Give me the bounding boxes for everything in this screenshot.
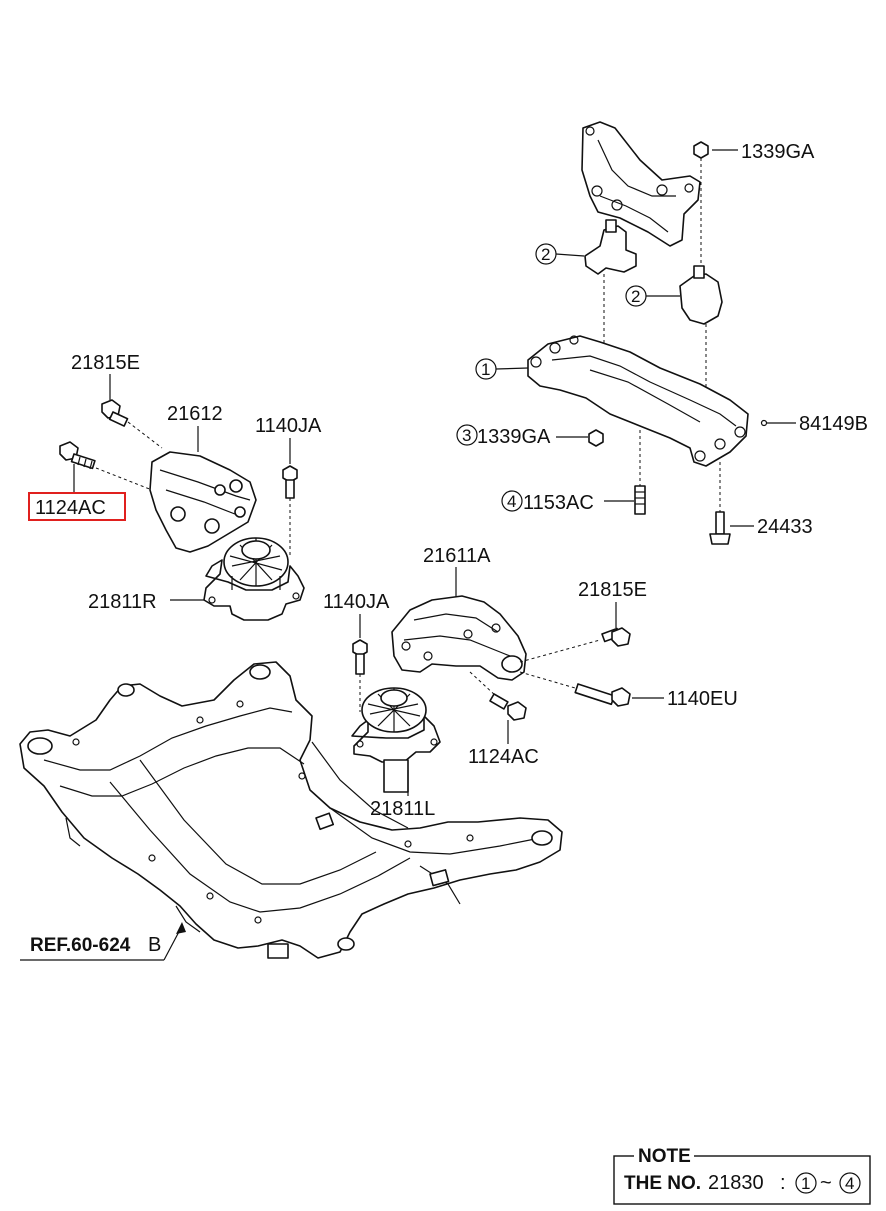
note-range-start[interactable]: 1	[801, 1174, 810, 1193]
label-24433[interactable]: 24433	[757, 516, 813, 538]
label-1339ga-top[interactable]: 1339GA	[741, 141, 815, 163]
bolt-1140ja-left[interactable]	[352, 639, 368, 712]
label-ref[interactable]: REF.60-624	[30, 935, 131, 956]
label-84149b[interactable]: 84149B	[799, 413, 868, 435]
note-circle-end	[839, 1172, 861, 1194]
highlight-box	[28, 492, 126, 521]
bolt-1140ja-right[interactable]	[282, 465, 298, 556]
callout-3-num[interactable]: 3	[462, 426, 471, 445]
callout-1-num[interactable]: 1	[481, 360, 490, 379]
bolt-1124ac-left[interactable]	[469, 671, 527, 721]
engine-mount-bracket-21611a[interactable]	[391, 595, 601, 691]
callout-3	[456, 424, 478, 446]
note-range-end[interactable]: 4	[845, 1174, 854, 1193]
nut-1339ga-top[interactable]	[693, 141, 709, 266]
callout-4	[501, 490, 523, 512]
label-1339ga-3[interactable]: 1339GA	[477, 426, 551, 448]
transmission-support-bracket[interactable]	[527, 335, 749, 512]
engine-mount-bracket-21612[interactable]	[149, 451, 257, 553]
stud-4[interactable]	[634, 485, 646, 515]
nut-3[interactable]	[588, 429, 604, 447]
label-1124ac-highlight[interactable]: 1124AC	[35, 497, 106, 519]
callout-4-num[interactable]: 4	[507, 492, 516, 511]
label-21612[interactable]: 21612	[167, 403, 223, 425]
label-21811l[interactable]: 21811L	[370, 798, 435, 820]
leader-1	[495, 367, 529, 370]
callout-2-right-num[interactable]: 2	[631, 287, 640, 306]
engine-mount-21811r[interactable]	[203, 537, 305, 621]
note-title[interactable]: NOTE	[638, 1146, 691, 1167]
note-tilde[interactable]: ~	[820, 1172, 832, 1194]
label-1124ac-left[interactable]: 1124AC	[468, 746, 539, 768]
note-prefix[interactable]: THE NO.	[624, 1173, 701, 1194]
label-21815e-left[interactable]: 21815E	[578, 579, 647, 601]
ref-arrow-icon	[176, 922, 186, 934]
pin-84149b[interactable]	[760, 419, 768, 427]
label-1140ja-left[interactable]: 1140JA	[323, 591, 390, 613]
label-1153ac[interactable]: 1153AC	[523, 492, 594, 514]
bolt-1124ac-highlight[interactable]	[59, 441, 153, 491]
label-1140ja-right[interactable]: 1140JA	[255, 415, 322, 437]
front-subframe[interactable]	[19, 661, 563, 959]
insulator-2-right[interactable]	[679, 265, 723, 404]
callout-2-left-num[interactable]: 2	[541, 245, 550, 264]
label-21811r[interactable]: 21811R	[88, 591, 157, 613]
insulator-2-left[interactable]	[584, 219, 637, 350]
label-1140eu[interactable]: 1140EU	[667, 688, 738, 710]
label-ref-suffix[interactable]: B	[148, 934, 161, 956]
note-colon[interactable]: :	[780, 1172, 786, 1194]
note-title-bg	[634, 1146, 694, 1164]
leader-2-left	[555, 253, 585, 257]
label-21611a[interactable]: 21611A	[423, 545, 491, 567]
note-circle-start	[795, 1172, 817, 1194]
upper-mount-bracket[interactable]	[581, 121, 701, 247]
note-number[interactable]: 21830	[708, 1172, 764, 1194]
engine-mount-21811l[interactable]	[351, 687, 441, 793]
bolt-21815e-upper[interactable]	[101, 399, 163, 449]
label-21815e-upper[interactable]: 21815E	[71, 352, 140, 374]
bolt-21815e-left[interactable]	[601, 627, 631, 647]
bolt-1140eu[interactable]	[574, 683, 631, 707]
bolt-24433[interactable]	[709, 511, 731, 545]
